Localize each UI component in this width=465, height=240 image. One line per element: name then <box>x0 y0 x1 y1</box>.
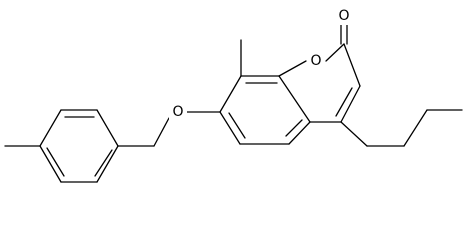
carbonyl-oxygen-bg <box>335 7 353 25</box>
carbonyl-oxygen-label: O <box>338 8 349 24</box>
bond-c4a-c8a <box>278 75 311 123</box>
ring-oxygen-bg <box>307 52 325 70</box>
bond-aryl-4 <box>39 109 62 147</box>
bond-c7-c6 <box>219 111 241 145</box>
bond-aryl-6 <box>96 109 119 147</box>
bond-aryl-3 <box>39 145 62 183</box>
bond-ether-o-ch2 <box>153 117 170 147</box>
bond-c5-c4a-inner <box>285 119 303 137</box>
bond-c7-c6-inner <box>228 112 246 139</box>
structure-svg: O O O <box>4 7 463 183</box>
bond-aryl-3-inner <box>46 147 65 177</box>
ether-oxygen-label: O <box>172 104 183 120</box>
bond-c5-c4a <box>288 121 311 145</box>
bond-c3-c4 <box>340 85 361 123</box>
ether-oxygen-bg <box>169 103 187 121</box>
ring-oxygen-label: O <box>310 53 321 69</box>
bond-c8-c7 <box>219 75 242 113</box>
bond-aryl-1-inner <box>94 149 113 177</box>
bond-c3-c4-inner <box>335 87 353 117</box>
bond-c4-butyl-1 <box>340 121 368 147</box>
molecule-drawing: O O O <box>4 7 463 183</box>
bond-o1-c2 <box>325 43 345 62</box>
bond-aryl-1 <box>96 145 119 183</box>
bond-c8a-o1 <box>278 60 307 77</box>
bond-c2-c3 <box>343 43 361 87</box>
bond-butyl-3 <box>403 109 428 147</box>
